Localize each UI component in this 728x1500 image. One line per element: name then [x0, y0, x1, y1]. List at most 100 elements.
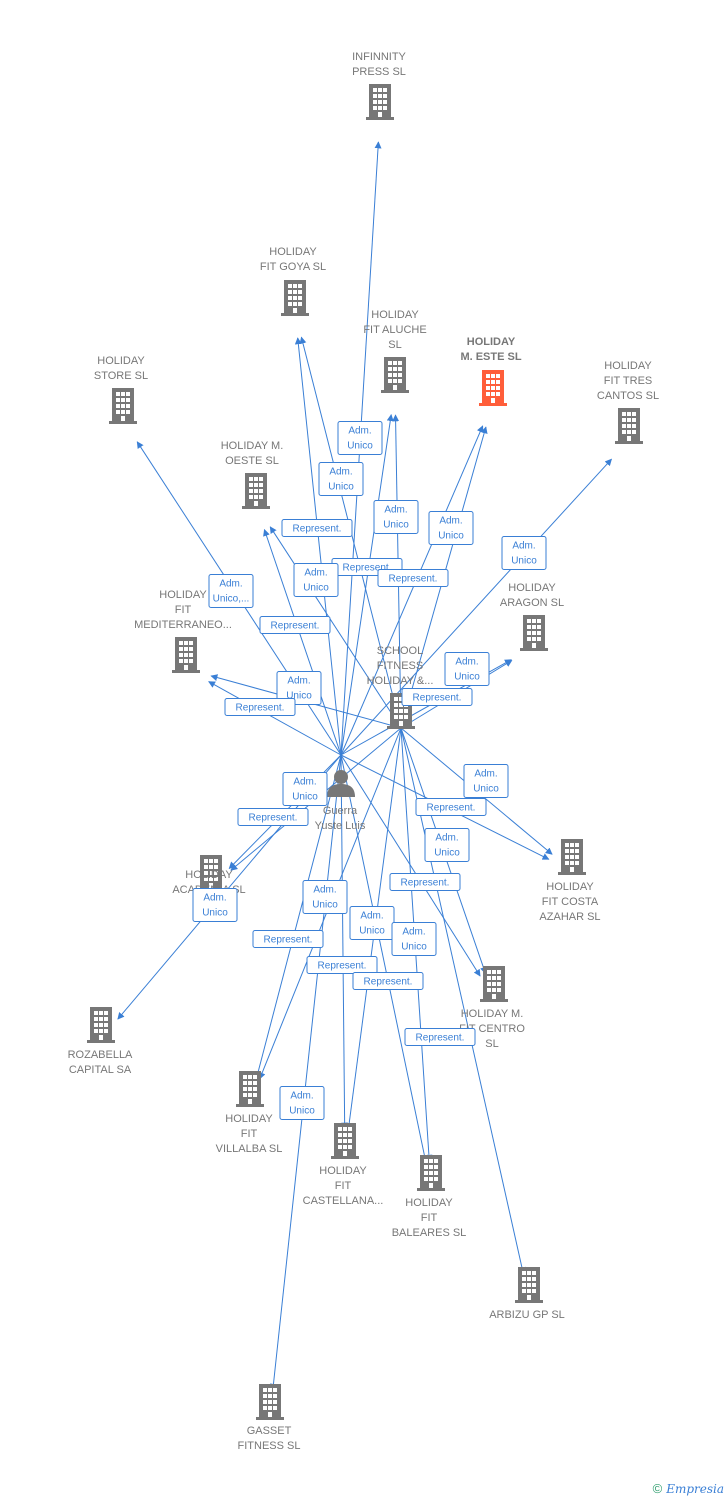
relation-label-person-moeste[interactable]: Adm.Unico — [293, 563, 339, 597]
node-label-line: PRESS SL — [352, 66, 406, 78]
relation-text: Represent. — [264, 935, 313, 946]
relation-label-school-castellana[interactable]: Represent. — [306, 956, 378, 974]
relation-text: Represent. — [413, 693, 462, 704]
node-label-line: AZAHAR SL — [539, 911, 600, 923]
copyright-mark: © — [652, 1481, 663, 1496]
relation-label-school-mcentro[interactable]: Represent. — [389, 873, 461, 891]
relation-label-school-moeste[interactable]: Represent. — [259, 616, 331, 634]
edge-person-to-goya — [294, 337, 342, 756]
node-moeste[interactable]: HOLIDAY M. OESTE SL — [221, 440, 284, 509]
relation-box — [224, 698, 296, 716]
relation-label-school-meste[interactable]: Represent. — [377, 569, 449, 587]
relation-label-school-goya[interactable]: Represent. — [281, 519, 353, 537]
relation-box — [391, 922, 437, 956]
relation-label-school-baleares[interactable]: Represent. — [352, 972, 424, 990]
node-label-line: VILLALBA SL — [216, 1143, 283, 1155]
relation-box — [337, 421, 383, 455]
building-icon — [417, 1155, 445, 1191]
relation-text: Unico — [434, 848, 460, 859]
node-label-line: HOLIDAY — [371, 309, 419, 321]
node-label-line: CAPITAL SA — [69, 1064, 132, 1076]
node-label-line: FIT — [421, 1212, 438, 1224]
relation-label-school-costaazahar[interactable]: Represent. — [415, 798, 487, 816]
relation-label-person-villalba[interactable]: Adm.Unico — [302, 880, 348, 914]
building-icon — [331, 1123, 359, 1159]
relation-box — [463, 764, 509, 798]
edge-person-to-villalba — [254, 754, 342, 1079]
relation-box — [401, 688, 473, 706]
building-icon — [381, 357, 409, 393]
relation-label-person-store[interactable]: Adm.Unico,... — [208, 574, 254, 608]
person-icon — [327, 770, 355, 797]
building-icon — [558, 839, 586, 875]
node-label-line: OESTE SL — [225, 455, 279, 467]
node-label-line: SCHOOL — [377, 645, 423, 657]
relation-label-person-gasset[interactable]: Adm.Unico — [279, 1086, 325, 1120]
relation-text: Adm. — [290, 1091, 313, 1102]
node-mediterraneo[interactable]: HOLIDAYFITMEDITERRANEO... — [134, 589, 232, 673]
edge-person-to-gasset — [269, 754, 342, 1391]
relation-text: Adm. — [435, 833, 458, 844]
node-arbizu[interactable]: ARBIZU GP SL — [489, 1267, 565, 1321]
building-icon — [236, 1071, 264, 1107]
relation-box — [279, 1086, 325, 1120]
relation-label-school-villalba[interactable]: Represent. — [252, 930, 324, 948]
relation-label-person-aluche[interactable]: Adm.Unico — [373, 500, 419, 534]
relation-text: Adm. — [348, 426, 371, 437]
relation-text: Represent. — [401, 878, 450, 889]
relation-text: Unico — [202, 908, 228, 919]
relation-box — [404, 1028, 476, 1046]
node-label-line: HOLIDAY M. — [221, 440, 284, 452]
relation-box — [281, 519, 353, 537]
building-icon — [256, 1384, 284, 1420]
node-label-line: ARBIZU GP SL — [489, 1309, 565, 1321]
relation-label-person-baleares[interactable]: Adm.Unico — [391, 922, 437, 956]
relation-label-person-rozabella[interactable]: Adm.Unico — [282, 772, 328, 806]
relation-box — [352, 972, 424, 990]
relation-text: Adm. — [329, 467, 352, 478]
relation-label-school-aragon[interactable]: Represent. — [401, 688, 473, 706]
relation-label-school-mediterraneo[interactable]: Represent. — [224, 698, 296, 716]
relation-text: Unico — [303, 583, 329, 594]
relation-text: Unico — [292, 792, 318, 803]
relation-label-person-aragon[interactable]: Adm.Unico — [444, 652, 490, 686]
relation-label-person-mcentro[interactable]: Adm. Unico — [424, 828, 470, 862]
relation-text: Unico — [328, 482, 354, 493]
node-castellana[interactable]: HOLIDAYFITCASTELLANA... — [303, 1123, 384, 1207]
node-label-line: HOLIDAY — [405, 1197, 453, 1209]
relation-label-person-castellana[interactable]: Adm.Unico — [349, 906, 395, 940]
relation-label-person-meste[interactable]: Adm.Unico — [428, 511, 474, 545]
node-label-line: HOLIDAY — [604, 360, 652, 372]
relation-text: Represent. — [236, 703, 285, 714]
relation-label-school-academia[interactable]: Represent. — [237, 808, 309, 826]
building-icon — [242, 473, 270, 509]
relation-label-person-academia[interactable]: Adm.Unico — [192, 888, 238, 922]
relation-label-person-trescantos[interactable]: Adm.Unico — [501, 536, 547, 570]
relation-label-person-infinnity[interactable]: Adm.Unico — [337, 421, 383, 455]
relation-label-person-goya[interactable]: Adm. Unico — [318, 462, 364, 496]
footer-brand[interactable]: ©Empresia — [653, 1481, 724, 1496]
relation-label-person-costaazahar[interactable]: Adm.Unico — [463, 764, 509, 798]
node-label-line: HOLIDAY — [225, 1113, 273, 1125]
relation-label-person-mediterraneo[interactable]: Adm.Unico — [276, 671, 322, 705]
node-label-line: HOLIDAY — [97, 355, 145, 367]
relation-text: Represent. — [427, 803, 476, 814]
relation-text: Represent. — [293, 524, 342, 535]
relation-label-school-arbizu[interactable]: Represent. — [404, 1028, 476, 1046]
